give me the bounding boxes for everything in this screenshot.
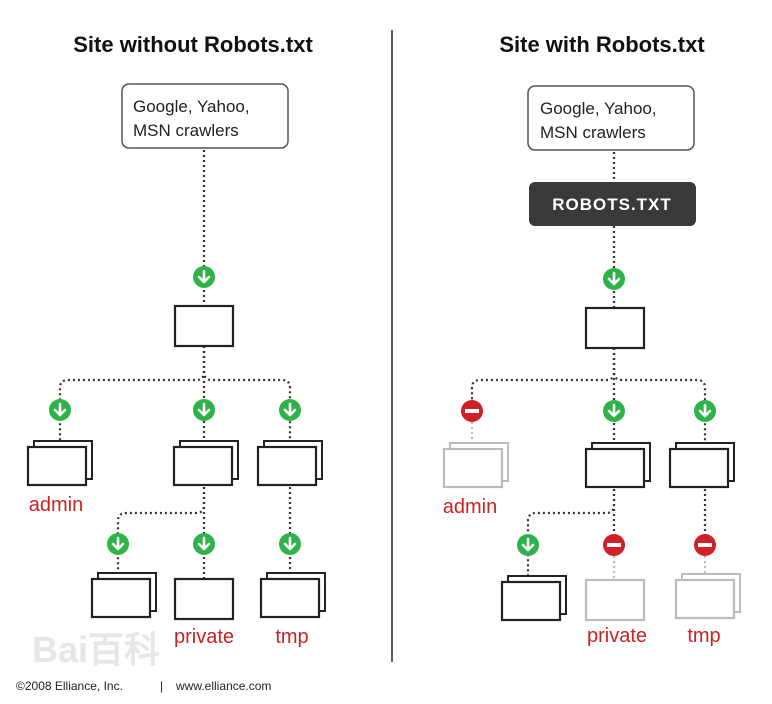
right-connectors-active [470, 152, 707, 580]
subfolder [90, 572, 157, 619]
admin-folder-blocked [442, 442, 509, 489]
tmp-label: tmp [275, 626, 308, 648]
watermark: Bai百科 [32, 629, 160, 670]
right-panel-title: Site with Robots.txt [499, 32, 705, 57]
subfolder [500, 575, 567, 622]
tmp-label: tmp [687, 625, 720, 647]
crawlers-line1: Google, Yahoo, [540, 99, 657, 118]
admin-label: admin [29, 494, 83, 516]
footer-copyright: ©2008 Elliance, Inc. [16, 679, 123, 693]
root-page-box [584, 306, 646, 350]
down-arrow-icon [191, 397, 217, 423]
admin-folder [26, 440, 93, 487]
private-page-blocked [584, 578, 646, 622]
content-folder [172, 440, 239, 487]
tmp-folder [259, 572, 326, 619]
crawlers-box [527, 85, 695, 151]
admin-label: admin [443, 496, 497, 518]
down-arrow-icon [277, 531, 303, 557]
down-arrow-icon [601, 266, 627, 292]
down-arrow-icon [191, 531, 217, 557]
left-connectors [58, 150, 292, 578]
down-arrow-icon [277, 397, 303, 423]
left-panel-title: Site without Robots.txt [73, 32, 313, 57]
right-panel: Google, Yahoo, MSN crawlers ROBOTS.TXT [442, 85, 741, 647]
no-entry-icon [603, 534, 625, 556]
down-arrow-icon [515, 532, 541, 558]
robots-txt-label: ROBOTS.TXT [552, 195, 672, 214]
no-entry-icon [694, 534, 716, 556]
private-label: private [174, 626, 234, 648]
robots-txt-box [529, 182, 696, 226]
crawlers-box [121, 83, 289, 149]
down-arrow-icon [601, 398, 627, 424]
down-arrow-icon [47, 397, 73, 423]
footer-separator: | [160, 679, 163, 693]
footer-url: www.elliance.com [175, 679, 271, 693]
no-entry-icon [461, 400, 483, 422]
left-panel: Google, Yahoo, MSN crawlers [26, 83, 326, 648]
crawlers-line2: MSN crawlers [540, 123, 646, 142]
crawlers-line2: MSN crawlers [133, 121, 239, 140]
root-page-box [173, 304, 235, 348]
tmp-parent-folder [668, 442, 735, 489]
tmp-folder-blocked [674, 573, 741, 620]
tmp-parent-folder [256, 440, 323, 487]
crawlers-line1: Google, Yahoo, [133, 97, 250, 116]
private-page [173, 577, 235, 621]
content-folder [584, 442, 651, 489]
down-arrow-icon [191, 264, 217, 290]
down-arrow-icon [692, 398, 718, 424]
down-arrow-icon [105, 531, 131, 557]
private-label: private [587, 625, 647, 647]
